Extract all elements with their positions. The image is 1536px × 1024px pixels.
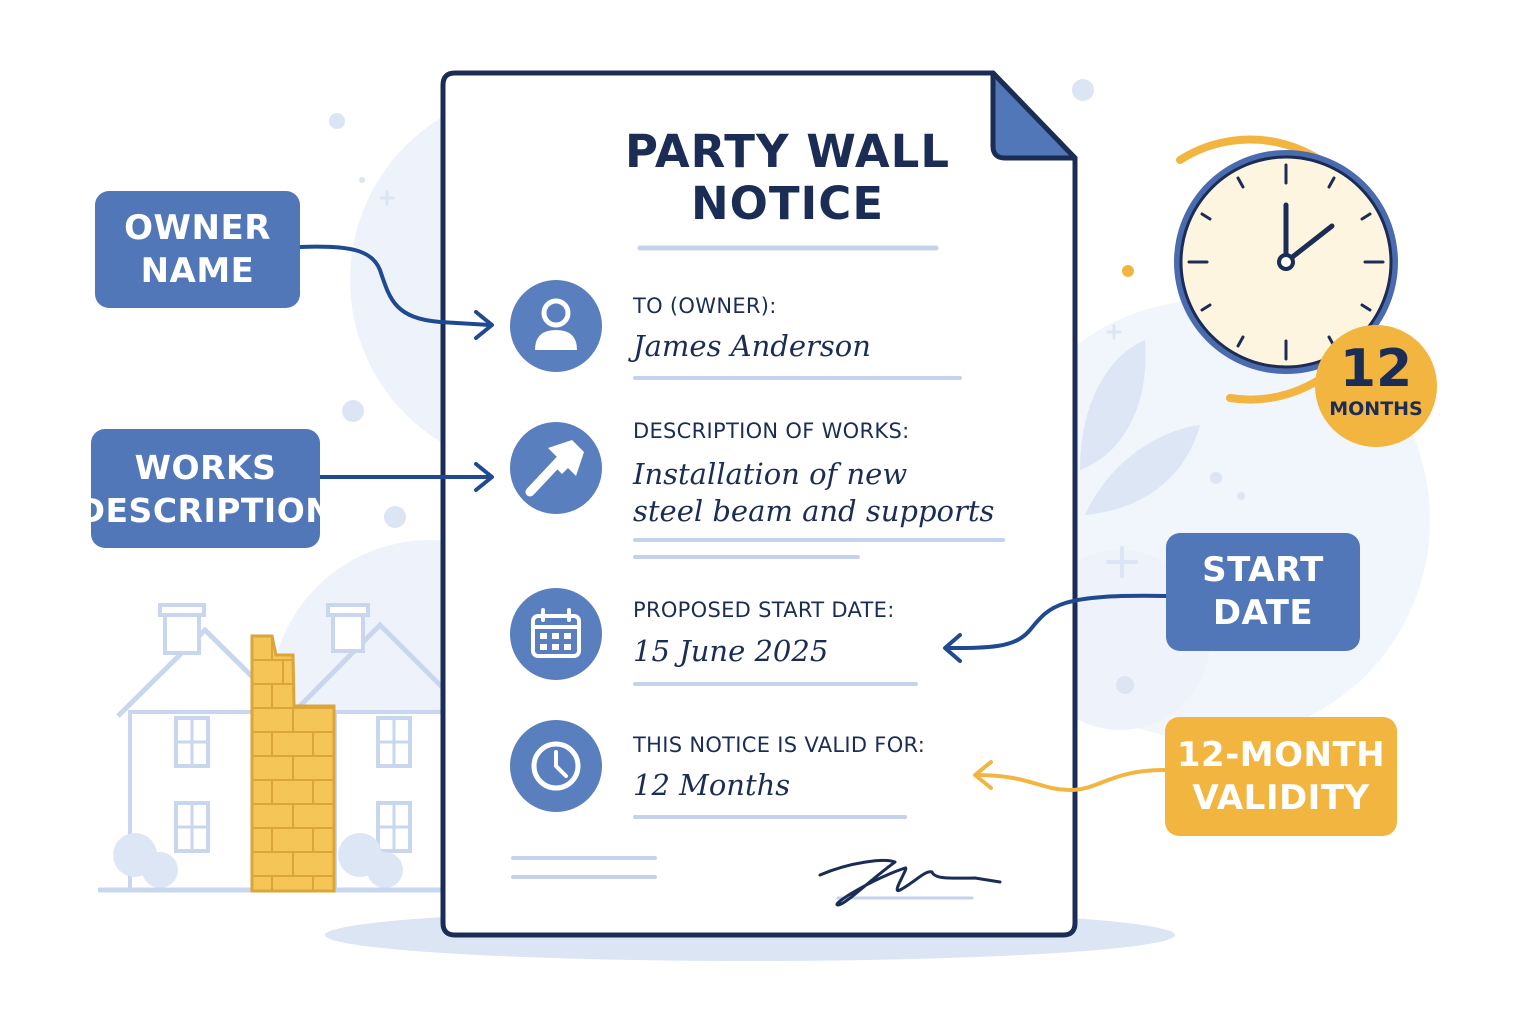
works-field-label: DESCRIPTION OF WORKS:: [633, 419, 910, 443]
callout-line: WORKS: [134, 447, 277, 487]
hammer-icon: [510, 422, 602, 514]
badge-number: 12: [1339, 339, 1413, 399]
wall-clock-icon: [1174, 135, 1398, 404]
owner-field-value: James Anderson: [633, 328, 871, 365]
validity-badge: 12 MONTHS: [1315, 325, 1437, 447]
callout-line: DESCRIPTION: [77, 490, 334, 530]
clock-icon: [510, 720, 602, 812]
works-field-value: Installation of new steel beam and suppo…: [633, 456, 994, 530]
notice-document: [440, 70, 1078, 938]
party-wall-bricks: [250, 634, 336, 893]
value-line: 15 June 2025: [633, 634, 829, 668]
validity-field-value: 12 Months: [633, 767, 790, 804]
signature-mark: [818, 859, 1002, 907]
validity-callout: 12-MONTH VALIDITY: [1165, 717, 1397, 836]
badge-unit: MONTHS: [1329, 398, 1423, 420]
start-date-field-value: 15 June 2025: [633, 633, 828, 670]
works-description-callout: WORKS DESCRIPTION: [78, 429, 333, 548]
owner-name-callout: OWNER NAME: [95, 191, 300, 308]
document-title: PARTY WALL NOTICE: [590, 126, 985, 230]
title-line: PARTY WALL: [624, 125, 951, 178]
callout-line: OWNER: [124, 207, 271, 248]
callout-line: VALIDITY: [1192, 777, 1370, 818]
validity-field-label: THIS NOTICE IS VALID FOR:: [633, 733, 926, 757]
callout-line: DATE: [1212, 593, 1314, 633]
callout-line: NAME: [140, 250, 255, 291]
value-line: Installation of new: [633, 457, 908, 491]
value-line: James Anderson: [633, 329, 871, 363]
callout-line: 12-MONTH: [1176, 734, 1386, 775]
start-date-callout: START DATE: [1166, 533, 1360, 651]
value-line: 12 Months: [633, 768, 791, 802]
connector-arrows: [298, 244, 1168, 792]
user-icon: [510, 280, 602, 372]
value-line: steel beam and supports: [633, 494, 995, 528]
owner-field-label: TO (OWNER):: [633, 294, 777, 318]
start-date-field-label: PROPOSED START DATE:: [633, 598, 895, 622]
calendar-icon: [510, 588, 602, 680]
title-line: NOTICE: [690, 177, 885, 230]
callout-line: START: [1202, 550, 1324, 590]
